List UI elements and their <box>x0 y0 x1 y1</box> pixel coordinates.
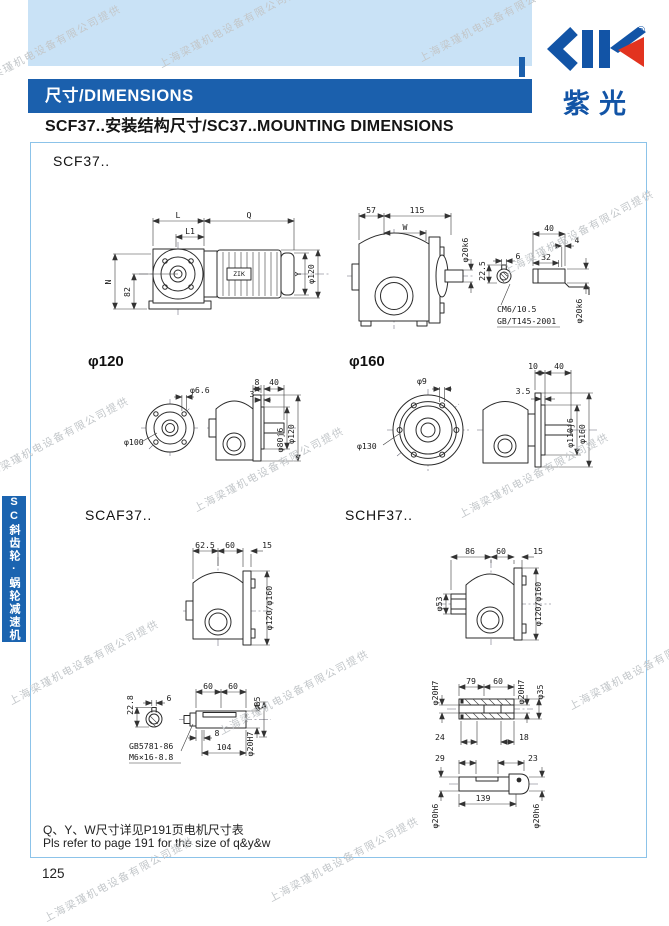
flange160-side-view: 10 40 3.5 φ110j6 φ160 <box>477 361 597 468</box>
output-shaft-detail: 6 22.8 60 60 φ35 8 104 <box>125 681 271 764</box>
os-bolt-spec: M6×16-8.8 <box>129 752 173 762</box>
f120-dim-40: 40 <box>269 377 279 387</box>
drawing-box: SCF37.. φ120 φ160 SCAF37.. SCHF37.. Q、Y、… <box>30 142 647 858</box>
f120-dim-spigot: φ80j6 <box>275 428 285 453</box>
dim-d120: φ120 <box>306 264 316 284</box>
section-header-title: 尺寸/DIMENSIONS <box>45 87 194 105</box>
hs-dim-d35: φ35 <box>535 685 545 700</box>
detail-dim-4: 4 <box>575 235 580 245</box>
registered-mark: ® <box>637 25 645 37</box>
flange160-label: φ160 <box>349 353 385 370</box>
detail-dim-shaft: φ20k6 <box>574 299 584 324</box>
schf-dim-od: φ120/φ160 <box>533 582 543 626</box>
section-header-bar: 尺寸/DIMENSIONS <box>28 79 532 113</box>
f120-dim-8: 8 <box>255 377 260 387</box>
detail-dim-22-5: 22.5 <box>477 261 487 281</box>
hs-dim-60: 60 <box>493 676 503 686</box>
flange120-label: φ120 <box>88 353 124 370</box>
f160-dim-hole: φ9 <box>417 376 427 386</box>
detail-dim-40: 40 <box>544 223 554 233</box>
flange120-side-view: 8 40 3 φ80j6 φ120 <box>207 377 301 462</box>
dim-Y: Y <box>293 271 303 276</box>
zik-logo-mark: ® <box>547 25 646 71</box>
scf37-label: SCF37.. <box>53 153 110 169</box>
f120-dim-bolt-circle: φ100 <box>124 437 144 447</box>
scaf37-view: 62.5 60 15 φ120/φ160 <box>183 540 274 648</box>
schf-dim-bore: φ53 <box>434 597 444 612</box>
os-dim-22-8: 22.8 <box>125 695 135 715</box>
dim-shaft-front: φ20k6 <box>460 238 470 263</box>
ss-dim-left: φ20h6 <box>430 804 440 829</box>
hs-dim-79: 79 <box>466 676 476 686</box>
scaf-dim-15: 15 <box>262 540 272 550</box>
f160-dim-40: 40 <box>554 361 564 371</box>
detail-standard: GB/T145-2001 <box>497 316 556 326</box>
dim-115: 115 <box>410 205 425 215</box>
sidebar-series-tab: SC斜齿轮·蜗轮减速机 <box>2 496 26 642</box>
company-logo: ® 紫光 <box>540 24 652 121</box>
detail-dim-32: 32 <box>541 252 551 262</box>
os-dim-6: 6 <box>167 693 172 703</box>
dim-L: L <box>176 210 181 220</box>
dim-57: 57 <box>366 205 376 215</box>
note-chinese: Q、Y、W尺寸详见P191页电机尺寸表 <box>43 823 244 837</box>
ss-dim-139: 139 <box>476 793 491 803</box>
f160-dim-spigot: φ110j6 <box>565 418 575 448</box>
sidebar-series-label: SC斜齿轮·蜗轮减速机 <box>8 496 20 642</box>
logo-chinese-text: 紫光 <box>563 89 635 119</box>
scf37-side-view: ZIK L Q L1 N 82 Y φ120 <box>103 210 331 315</box>
f160-dim-3-5: 3.5 <box>516 386 531 396</box>
schf-dim-86: 86 <box>465 546 475 556</box>
f160-dim-bolt-circle: φ130 <box>357 441 377 451</box>
note-english: Pls refer to page 191 for the size of q&… <box>43 836 271 850</box>
f120-dim-od: φ120 <box>286 424 296 444</box>
schf37-view: 86 60 15 φ53 φ120/φ160 <box>434 546 551 645</box>
dim-W: W <box>403 222 408 232</box>
page-title: SCF37..安装结构尺寸/SC37..MOUNTING DIMENSIONS <box>45 118 454 135</box>
os-bolt-standard: GB5781-86 <box>129 741 173 751</box>
scaf-dim-od: φ120/φ160 <box>264 586 274 630</box>
header-band <box>28 0 532 66</box>
detail-center-hole: CM6/10.5 <box>497 304 537 314</box>
f160-dim-10: 10 <box>528 361 538 371</box>
f160-dim-od: φ160 <box>577 424 587 444</box>
os-dim-60b: 60 <box>228 681 238 691</box>
ss-dim-right: φ20h6 <box>531 804 541 829</box>
flange120-front-view: φ6.6 φ100 <box>124 385 210 457</box>
hs-dim-bore-left: φ20H7 <box>430 681 440 706</box>
schf-dim-60: 60 <box>496 546 506 556</box>
os-dim-8: 8 <box>215 728 220 738</box>
page-number: 125 <box>42 866 65 881</box>
hollow-shaft-detail: φ20H7 79 60 φ20H7 φ35 24 18 <box>430 676 545 745</box>
f120-dim-hole: φ6.6 <box>190 385 210 395</box>
ss-dim-23: 23 <box>528 753 538 763</box>
f120-dim-3: 3 <box>250 389 255 399</box>
ss-dim-29: 29 <box>435 753 445 763</box>
dim-N: N <box>103 279 113 284</box>
hs-dim-bore-right: φ20H7 <box>516 680 526 705</box>
dim-Q: Q <box>247 210 252 220</box>
os-dim-104: 104 <box>217 742 232 752</box>
dim-82: 82 <box>122 287 132 297</box>
hs-dim-18: 18 <box>519 732 529 742</box>
motor-logo-text: ZIK <box>233 270 245 278</box>
scf37-front-view: 57 115 W φ20k6 <box>347 205 475 329</box>
schf37-label: SCHF37.. <box>345 507 413 523</box>
os-dim-60a: 60 <box>203 681 213 691</box>
shaft-end-detail: 6 22.5 40 4 32 φ20k6 CM6/10.5 GB/T145-20… <box>477 223 590 328</box>
scaf-dim-60: 60 <box>225 540 235 550</box>
technical-drawings: ZIK L Q L1 N 82 Y φ120 <box>103 205 597 828</box>
os-dim-bore: φ20H7 <box>245 732 255 757</box>
schf-dim-15: 15 <box>533 546 543 556</box>
solid-shaft-detail: 29 23 139 φ20h6 φ20h6 <box>430 753 545 828</box>
detail-dim-6: 6 <box>516 251 521 261</box>
flange160-front-view: φ9 φ130 <box>357 376 469 471</box>
dim-L1: L1 <box>185 226 195 236</box>
hs-dim-24: 24 <box>435 732 445 742</box>
scaf37-label: SCAF37.. <box>85 507 153 523</box>
band-end-block <box>519 57 525 77</box>
scaf-dim-62-5: 62.5 <box>195 540 215 550</box>
